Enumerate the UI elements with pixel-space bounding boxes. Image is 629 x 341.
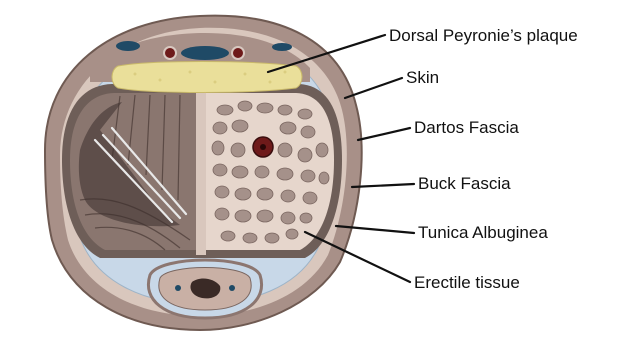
dorsal-vein-left-icon (116, 41, 140, 51)
label-tunica-albuginea: Tunica Albuginea (418, 223, 548, 243)
spongiosum-vessel-right-icon (229, 285, 235, 291)
label-skin: Skin (406, 68, 439, 88)
dorsal-artery-right-icon (232, 47, 244, 59)
spongiosum-vessel-left-icon (175, 285, 181, 291)
label-dorsal-peyronies-plaque: Dorsal Peyronie’s plaque (389, 26, 578, 46)
septum (196, 90, 206, 255)
cavernous-artery-lumen-icon (260, 144, 266, 150)
dorsal-vein-right-icon (272, 43, 292, 51)
label-erectile-tissue: Erectile tissue (414, 273, 520, 293)
leader-line-dartos (358, 128, 410, 140)
peyronies-plaque (112, 62, 302, 93)
label-buck-fascia: Buck Fascia (418, 174, 511, 194)
leader-line-buck (352, 184, 414, 187)
dorsal-vein-center-icon (181, 46, 229, 60)
dorsal-artery-left-icon (164, 47, 176, 59)
label-dartos-fascia: Dartos Fascia (414, 118, 519, 138)
leader-line-skin (345, 78, 402, 98)
